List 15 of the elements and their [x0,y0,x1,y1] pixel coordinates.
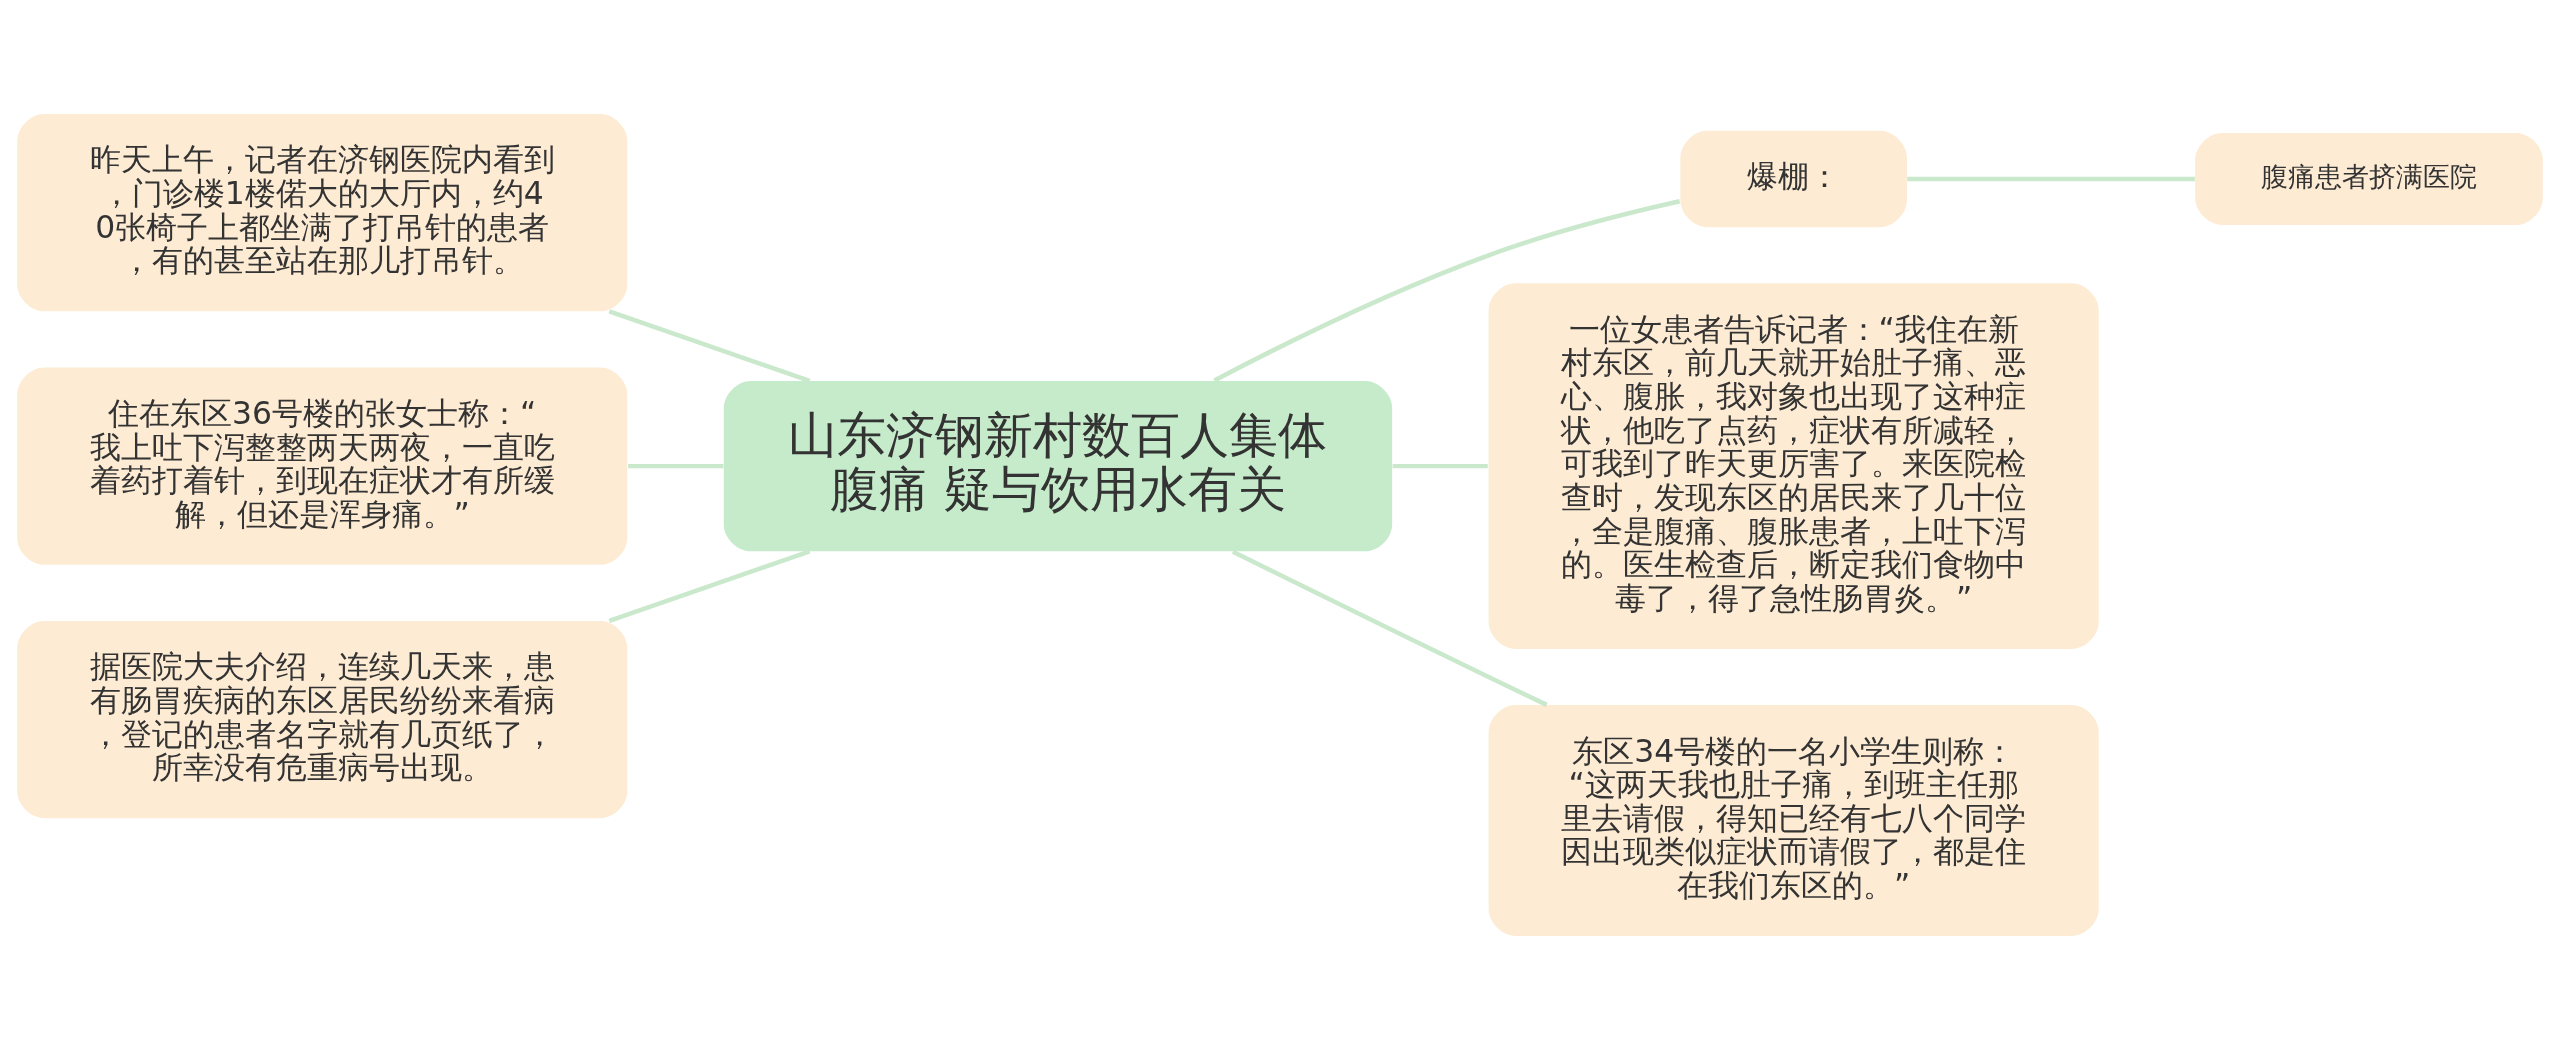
connector [1907,176,2195,182]
node-box: 住在东区36号楼的张女士称：“我上吐下泻整整两天两夜，一直吃着药打着针，到现在症状才有所缓解，但还是浑身痛。” [17,367,628,565]
connector [628,463,724,469]
node-box: 据医院大夫介绍，连续几天来，患有肠胃疾病的东区居民纷纷来看病，登记的患者名字就有几页纸了，所幸没有危重病号出现。 [17,620,628,819]
node-box: 爆棚： [1680,130,1907,228]
connector [608,549,811,623]
connector [1213,199,1681,383]
node-box: 昨天上午，记者在济钢医院内看到，门诊楼1楼偌大的大厅内，约40张椅子上都坐满了打吊针的患者，有的甚至站在那儿打吊针。 [17,113,628,312]
node-box: 山东济钢新村数百人集体腹痛 疑与饮用水有关 [723,380,1393,552]
connector [1392,463,1488,469]
node-box: 腹痛患者挤满医院 [2195,133,2543,225]
node-box: 一位女患者告诉记者：“我住在新村东区，前几天就开始肚子痛、恶心、腹胀，我对象也出现了这种症状，他吃了点药，症状有所减轻，可我到了昨天更厉害了。来医院检查时，发现东区的居民来了几十位，全是腹痛、腹胀患者，上吐下泻的。医生检查后，断定我们食物中毒了，得了急性肠胃炎。” [1488,283,2099,649]
connector [1231,549,1548,707]
node-box: 东区34号楼的一名小学生则称：“这两天我也肚子痛，到班主任那里去请假，得知已经有七八个同学因出现类似症状而请假了，都是住在我们东区的。” [1488,705,2099,937]
connector [608,309,811,383]
